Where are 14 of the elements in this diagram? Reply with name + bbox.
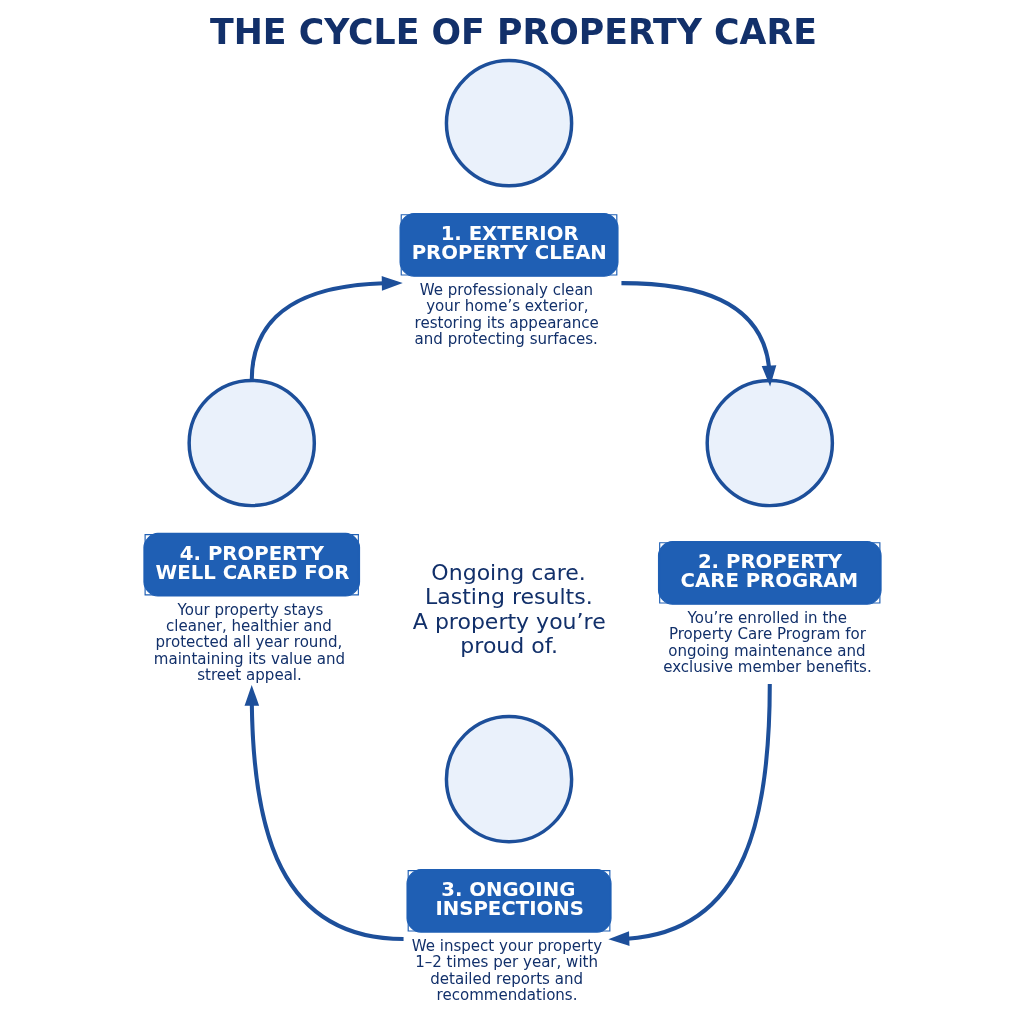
label: Ongoing care. Lasting results. A property you’re proud of.: [412, 560, 606, 659]
node-label: Your property stays cleaner, healthier and protected all year round, maintaining its value and street appeal.: [153, 601, 345, 684]
arrow: [244, 684, 404, 942]
node-circle: [444, 714, 573, 844]
arrow: [249, 276, 403, 381]
arrow: [620, 281, 776, 387]
node-label: You’re enrolled in the Property Care Program for ongoing maintenance and exclusive member benefits.: [662, 609, 872, 676]
node-circle: [444, 58, 573, 188]
node-circle: [704, 378, 834, 508]
node-label: We professionaly clean your home’s exterior, restoring its appearance and protecting surfaces.: [414, 281, 599, 348]
node-label: We inspect your property 1–2 times per year, with detailed reports and recommendations.: [411, 937, 602, 1004]
node-circle: [186, 378, 316, 508]
diagram-title: THE CYCLE OF PROPERTY CARE: [209, 12, 817, 53]
arrow: [607, 684, 772, 946]
